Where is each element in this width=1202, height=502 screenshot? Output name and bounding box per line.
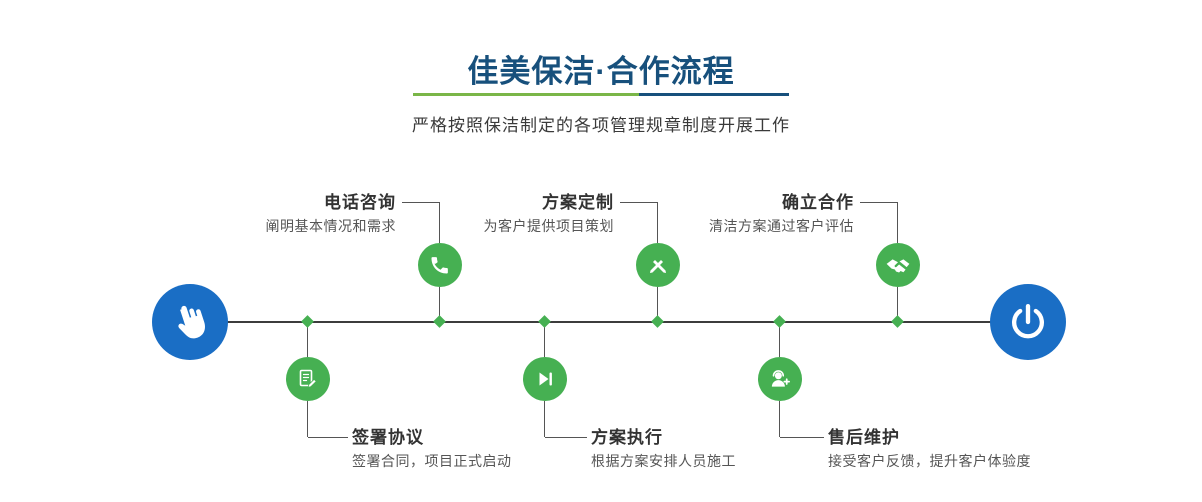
- step-sign-agreement: 签署协议 签署合同，项目正式启动: [352, 428, 652, 470]
- timeline-node-diamond: [433, 315, 446, 328]
- connector-line: [307, 326, 308, 357]
- timeline-node-diamond: [651, 315, 664, 328]
- step-desc: 签署合同，项目正式启动: [352, 453, 512, 469]
- page-subtitle: 严格按照保洁制定的各项管理规章制度开展工作: [412, 116, 790, 135]
- step-plan-execute: 方案执行 根据方案安排人员施工: [591, 428, 891, 470]
- timeline-node-diamond: [891, 315, 904, 328]
- connector-line: [897, 202, 898, 243]
- connector-line: [308, 437, 348, 438]
- connector-line: [620, 202, 658, 203]
- connector-line: [544, 401, 545, 437]
- divider-blue-segment: [638, 93, 789, 96]
- step-desc: 清洁方案通过客户评估: [709, 218, 854, 234]
- handshake-icon: [886, 259, 910, 273]
- timeline-start-node: [152, 284, 228, 360]
- connector-line: [544, 326, 545, 357]
- connector-line: [402, 202, 440, 203]
- design-tools-icon: [650, 260, 666, 273]
- step-after-sales: 售后维护 接受客户反馈，提升客户体验度: [828, 428, 1128, 470]
- step-plan-custom: 方案定制 为客户提供项目策划: [414, 193, 614, 235]
- connector-line: [307, 401, 308, 437]
- step-establish-coop: 确立合作 清洁方案通过客户评估: [654, 193, 854, 235]
- connector-line: [657, 287, 658, 318]
- power-icon: [1012, 304, 1044, 339]
- connector-line: [779, 326, 780, 357]
- step-node-handshake: [876, 243, 920, 287]
- step-label: 签署协议: [352, 428, 424, 447]
- customer-service-icon: [771, 370, 790, 387]
- connector-line: [545, 437, 587, 438]
- phone-icon: [431, 257, 448, 274]
- connector-line: [860, 202, 898, 203]
- page-title: 佳美保洁·合作流程: [467, 54, 735, 89]
- step-label: 方案执行: [591, 428, 663, 447]
- step-node-phone: [418, 243, 462, 287]
- step-node-design: [636, 243, 680, 287]
- step-desc: 接受客户反馈，提升客户体验度: [828, 453, 1031, 469]
- connector-line: [897, 287, 898, 318]
- hand-pointer-icon: [178, 305, 206, 339]
- timeline-node-diamond: [301, 315, 314, 328]
- connector-line: [439, 202, 440, 243]
- title-divider: [413, 93, 789, 96]
- step-label: 售后维护: [828, 428, 900, 447]
- step-node-execute: [523, 357, 567, 401]
- play-next-icon: [539, 372, 552, 386]
- step-desc: 根据方案安排人员施工: [591, 453, 736, 469]
- step-desc: 阐明基本情况和需求: [265, 218, 396, 234]
- timeline-line: [190, 321, 1030, 323]
- divider-green-segment: [413, 93, 639, 96]
- connector-line: [779, 401, 780, 437]
- step-desc: 为客户提供项目策划: [483, 218, 614, 234]
- sign-document-icon: [299, 369, 317, 388]
- timeline-node-diamond: [538, 315, 551, 328]
- timeline-node-diamond: [773, 315, 786, 328]
- connector-line: [657, 202, 658, 243]
- step-node-service: [758, 357, 802, 401]
- step-phone-consult: 电话咨询 阐明基本情况和需求: [196, 193, 396, 235]
- step-node-sign: [286, 357, 330, 401]
- step-label: 方案定制: [542, 193, 614, 212]
- connector-line: [780, 437, 824, 438]
- timeline-end-node: [990, 284, 1066, 360]
- step-label: 电话咨询: [324, 193, 396, 212]
- step-label: 确立合作: [782, 193, 854, 212]
- connector-line: [439, 287, 440, 318]
